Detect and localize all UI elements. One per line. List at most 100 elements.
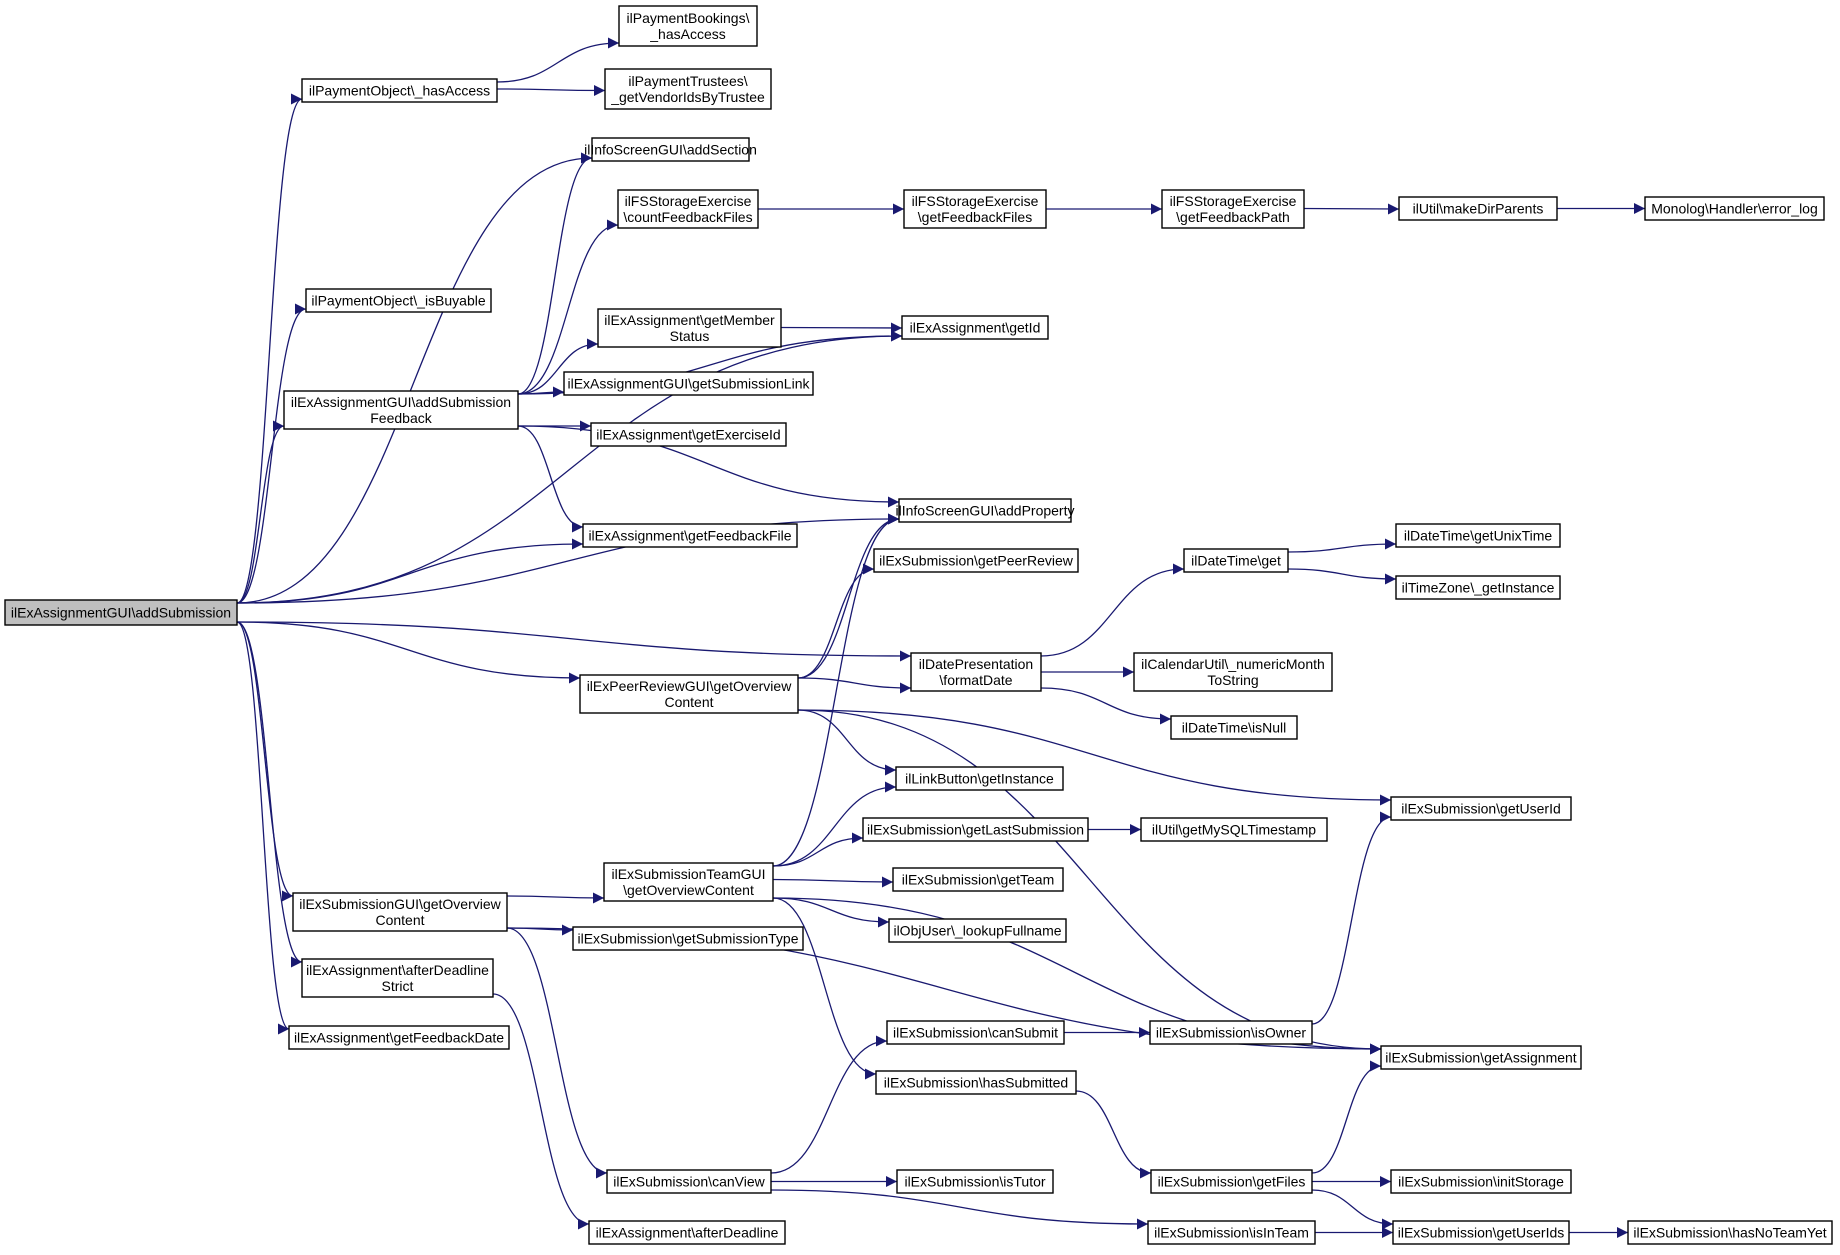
- edge-line: [772, 513, 900, 867]
- node-box: [1395, 523, 1561, 548]
- node-label: ilExSubmission\getPeerReview: [879, 553, 1074, 569]
- call-edge-root-to-prg_overview: [236, 621, 581, 684]
- node-pt_getVendor[interactable]: ilPaymentTrustees\_getVendorIdsByTrustee: [604, 68, 772, 110]
- node-ea_after[interactable]: ilExAssignment\afterDeadline: [588, 1220, 786, 1245]
- call-edge-es_getFiles-to-es_getUserIds: [1311, 1189, 1394, 1230]
- node-ea_getFbDate[interactable]: ilExAssignment\getFeedbackDate: [288, 1025, 510, 1050]
- node-lb_inst[interactable]: ilLinkButton\getInstance: [895, 766, 1064, 791]
- node-label: ilExSubmission\getTeam: [902, 872, 1055, 888]
- node-pb_hasAccess[interactable]: ilPaymentBookings\_hasAccess: [618, 5, 758, 47]
- node-es_hasSub[interactable]: ilExSubmission\hasSubmitted: [875, 1070, 1077, 1095]
- call-edge-es_isOwner-to-es_getUserId: [1311, 811, 1392, 1025]
- node-es_getUserId[interactable]: ilExSubmission\getUserId: [1390, 796, 1572, 821]
- node-ea_getFbFile[interactable]: ilExAssignment\getFeedbackFile: [582, 523, 798, 548]
- edge-line: [797, 709, 897, 776]
- node-label: ilFSStorageExercise: [912, 193, 1039, 209]
- call-edge-prg_overview-to-is_addProp: [797, 513, 900, 679]
- call-edge-eag_addSubFb-to-fs_count: [517, 219, 619, 395]
- call-edge-es_canView-to-es_isInTeam: [770, 1189, 1149, 1230]
- call-edge-eag_addSubFb-to-eag_getSubLink: [517, 386, 565, 398]
- call-edge-prg_overview-to-es_getUserId: [797, 709, 1392, 806]
- node-eag_getSubLink[interactable]: ilExAssignmentGUI\getSubmissionLink: [563, 371, 814, 396]
- node-fs_getFiles[interactable]: ilFSStorageExercise\getFeedbackFiles: [903, 189, 1047, 229]
- node-label: ilPaymentTrustees\: [628, 73, 747, 89]
- node-util_mysql[interactable]: ilUtil\getMySQLTimestamp: [1140, 817, 1328, 842]
- node-prg_overview[interactable]: ilExPeerReviewGUI\getOverviewContent: [579, 674, 799, 714]
- call-edge-root-to-ea_getFbDate: [236, 621, 290, 1035]
- call-edge-es_canView-to-es_canSubmit: [770, 1035, 888, 1174]
- node-box: [1398, 196, 1558, 221]
- node-dp_format[interactable]: ilDatePresentation\formatDate: [910, 652, 1042, 692]
- edge-line: [770, 1189, 1149, 1230]
- node-label: ilTimeZone\_getInstance: [1402, 580, 1555, 596]
- node-ea_getId[interactable]: ilExAssignment\getId: [901, 315, 1049, 340]
- edge-line: [236, 420, 285, 604]
- node-tz_inst[interactable]: ilTimeZone\_getInstance: [1395, 575, 1561, 600]
- edge-line: [236, 303, 307, 604]
- edge-line: [236, 93, 303, 604]
- node-dt_get[interactable]: ilDateTime\get: [1183, 548, 1289, 573]
- node-box: [886, 1020, 1065, 1045]
- node-box: [1133, 652, 1333, 692]
- node-es_getSubType[interactable]: ilExSubmission\getSubmissionType: [572, 926, 804, 951]
- node-es_canView[interactable]: ilExSubmission\canView: [606, 1169, 772, 1194]
- node-es_getUserIds[interactable]: ilExSubmission\getUserIds: [1392, 1220, 1570, 1245]
- node-box: [301, 958, 494, 998]
- node-po_hasAccess[interactable]: ilPaymentObject\_hasAccess: [301, 78, 498, 103]
- node-ea_getExId[interactable]: ilExAssignment\getExerciseId: [590, 422, 787, 447]
- node-monolog[interactable]: Monolog\Handler\error_log: [1644, 196, 1825, 221]
- node-label: ilExAssignment\getMember: [604, 312, 775, 328]
- node-es_getTeam[interactable]: ilExSubmission\getTeam: [892, 867, 1064, 892]
- node-box: [1147, 1220, 1316, 1245]
- node-es_getAssign[interactable]: ilExSubmission\getAssignment: [1380, 1045, 1582, 1070]
- node-box: [283, 390, 519, 430]
- node-es_getPeer[interactable]: ilExSubmission\getPeerReview: [873, 548, 1079, 573]
- node-box: [1395, 575, 1561, 600]
- node-es_getLast[interactable]: ilExSubmission\getLastSubmission: [862, 817, 1089, 842]
- node-util_mkdir[interactable]: ilUtil\makeDirParents: [1398, 196, 1558, 221]
- node-es_isInTeam[interactable]: ilExSubmission\isInTeam: [1147, 1220, 1316, 1245]
- node-es_canSubmit[interactable]: ilExSubmission\canSubmit: [886, 1020, 1065, 1045]
- node-fs_getPath[interactable]: ilFSStorageExercise\getFeedbackPath: [1161, 189, 1305, 229]
- node-box: [1170, 715, 1298, 740]
- node-ou_lookup[interactable]: ilObjUser\_lookupFullname: [888, 918, 1067, 943]
- node-es_getFiles[interactable]: ilExSubmission\getFiles: [1150, 1169, 1313, 1194]
- call-edge-es_hasSub-to-es_getFiles: [1075, 1090, 1152, 1179]
- node-label: ilExSubmission\initStorage: [1398, 1174, 1564, 1190]
- edge-line: [517, 338, 599, 395]
- node-dt_isNull[interactable]: ilDateTime\isNull: [1170, 715, 1298, 740]
- node-label: ilExSubmission\isTutor: [904, 1174, 1045, 1190]
- node-po_isBuyable[interactable]: ilPaymentObject\_isBuyable: [305, 288, 492, 313]
- edge-line: [1287, 568, 1397, 585]
- node-label: ilExSubmission\hasNoTeamYet: [1633, 1225, 1826, 1241]
- edge-line: [772, 897, 877, 1080]
- node-es_initStor[interactable]: ilExSubmission\initStorage: [1390, 1169, 1572, 1194]
- node-dt_unix[interactable]: ilDateTime\getUnixTime: [1395, 523, 1561, 548]
- edge-line: [797, 709, 1392, 806]
- node-is_addSection[interactable]: ilInfoScreenGUI\addSection: [584, 137, 757, 162]
- node-label: Content: [664, 694, 713, 710]
- node-box: [1644, 196, 1825, 221]
- node-esg_overview[interactable]: ilExSubmissionGUI\getOverviewContent: [292, 892, 508, 932]
- node-es_hasNoTeam[interactable]: ilExSubmission\hasNoTeamYet: [1627, 1220, 1833, 1245]
- edge-line: [772, 876, 894, 888]
- edge-line: [780, 322, 903, 334]
- node-fs_count[interactable]: ilFSStorageExercise\countFeedbackFiles: [617, 189, 759, 229]
- node-label: ilExSubmission\hasSubmitted: [884, 1075, 1068, 1091]
- edge-line: [517, 425, 900, 508]
- node-est_overview[interactable]: ilExSubmissionTeamGUI\getOverviewContent: [603, 862, 774, 902]
- node-box: [1380, 1045, 1582, 1070]
- node-label: ilFSStorageExercise: [625, 193, 752, 209]
- node-label: _getVendorIdsByTrustee: [610, 89, 765, 105]
- node-is_addProp[interactable]: ilInfoScreenGUI\addProperty: [896, 498, 1075, 523]
- node-es_isTutor[interactable]: ilExSubmission\isTutor: [896, 1169, 1054, 1194]
- node-es_isOwner[interactable]: ilExSubmission\isOwner: [1149, 1020, 1313, 1045]
- edge-line: [772, 832, 864, 867]
- node-box: [617, 189, 759, 229]
- node-root[interactable]: ilExAssignmentGUI\addSubmission: [4, 599, 238, 626]
- call-edge-prg_overview-to-dp_format: [797, 677, 912, 694]
